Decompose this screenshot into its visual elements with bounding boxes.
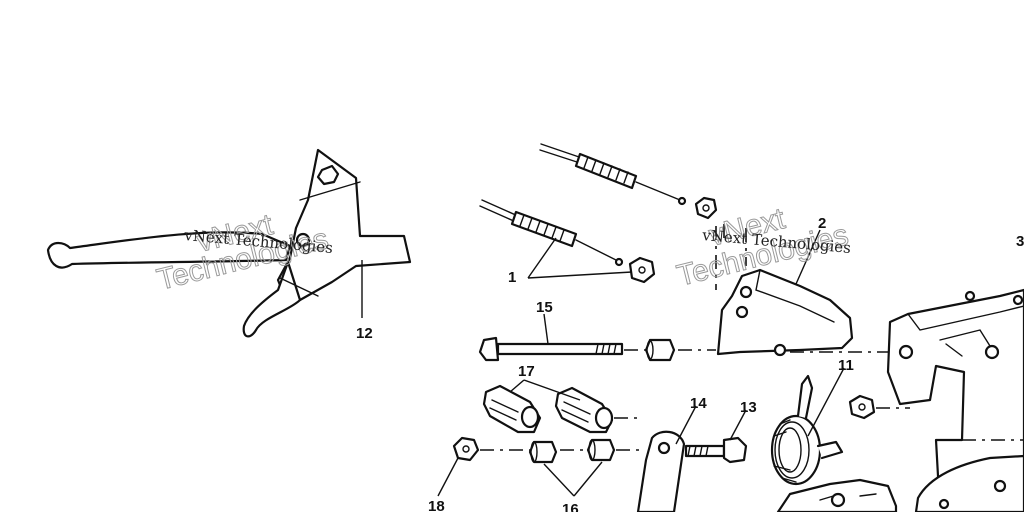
long-bolt bbox=[478, 336, 624, 362]
clamp-right bbox=[554, 386, 614, 434]
hand-lever-assembly bbox=[46, 148, 412, 338]
short-bolt bbox=[684, 436, 748, 464]
frame-bracket bbox=[886, 288, 1024, 512]
callout-15: 15 bbox=[536, 299, 553, 316]
cable-nut-lower bbox=[628, 256, 656, 284]
callout-13: 13 bbox=[740, 399, 757, 416]
spacer-right bbox=[586, 438, 616, 462]
callout-16: 16 bbox=[562, 501, 579, 512]
callout-18: 18 bbox=[428, 498, 445, 512]
lower-housing bbox=[776, 478, 898, 512]
cable-upper bbox=[539, 143, 687, 206]
leader-lines bbox=[361, 229, 845, 497]
callout-17: 17 bbox=[518, 363, 535, 380]
callout-1: 1 bbox=[508, 269, 516, 286]
bolt-spacer bbox=[644, 338, 676, 362]
callout-2: 2 bbox=[818, 215, 826, 232]
callout-12: 12 bbox=[356, 325, 373, 342]
clamp-left bbox=[482, 384, 542, 434]
callout-3: 3 bbox=[1016, 233, 1024, 250]
spring-nut bbox=[848, 394, 876, 420]
cable-nut-upper bbox=[694, 196, 718, 220]
lower-plate bbox=[914, 454, 1024, 512]
cable-lower bbox=[479, 199, 624, 267]
callout-14: 14 bbox=[690, 395, 707, 412]
torsion-spring bbox=[770, 374, 844, 486]
spacer-left bbox=[528, 440, 558, 464]
nut-18 bbox=[452, 436, 480, 462]
link-plate bbox=[636, 430, 686, 512]
callout-11: 11 bbox=[838, 357, 854, 374]
bracket bbox=[715, 224, 854, 357]
